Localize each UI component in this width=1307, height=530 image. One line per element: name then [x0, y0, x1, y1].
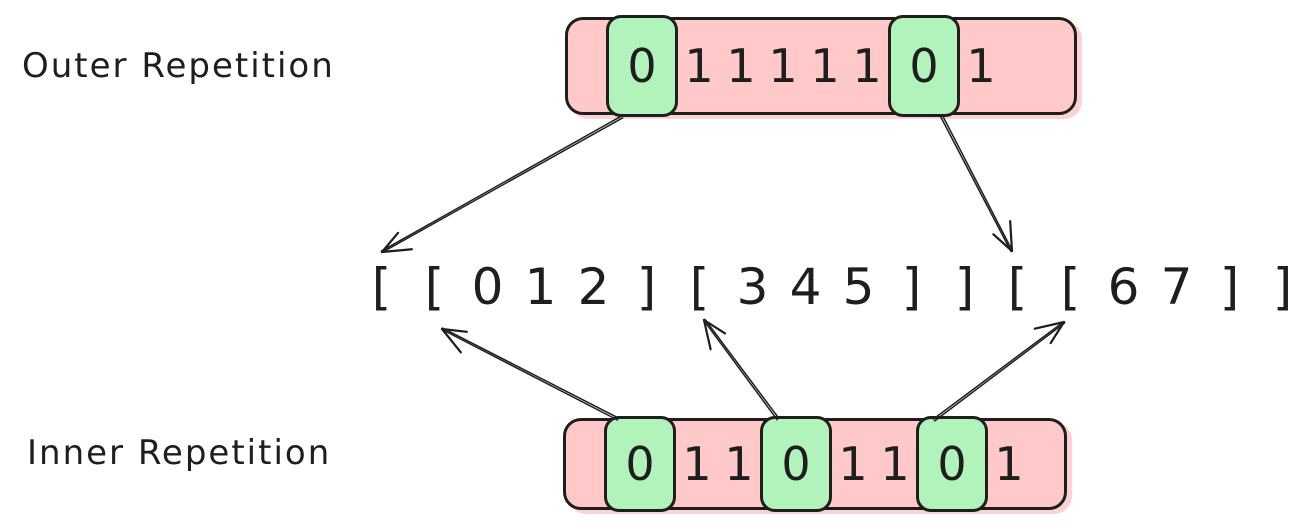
bit-inner-4: 1	[838, 437, 868, 491]
highlighted-bit-outer-6: 0	[888, 15, 960, 117]
expression-token-14: 6	[1107, 258, 1140, 316]
outer-repetition-label: Outer Repetition	[22, 46, 335, 86]
expression-token-15: 7	[1160, 258, 1193, 316]
bit-outer-3: 1	[768, 39, 798, 93]
expression-token-10: ]	[901, 258, 922, 316]
bit-inner-5: 1	[880, 437, 910, 491]
expression-token-6: [	[689, 258, 710, 316]
arrow-inner-second-zero-to-open-bracket-2	[702, 318, 780, 421]
arrow-inner-third-zero-to-open-bracket-3	[932, 320, 1066, 422]
expression-token-4: 2	[577, 258, 610, 316]
bit-inner-1: 1	[682, 437, 712, 491]
expression-token-2: 0	[471, 258, 504, 316]
expression-token-17: ]	[1272, 258, 1293, 316]
arrow-outer-first-zero-to-open-bracket-1	[380, 115, 624, 254]
arrow-inner-first-zero-to-open-bracket-1	[440, 327, 620, 421]
bit-outer-4: 1	[810, 39, 840, 93]
expression-token-16: ]	[1219, 258, 1240, 316]
bit-inner-7: 1	[994, 437, 1024, 491]
highlighted-bit-inner-3: 0	[760, 416, 832, 512]
expression-token-8: 4	[789, 258, 822, 316]
bit-outer-5: 1	[852, 39, 882, 93]
expression-token-1: [	[424, 258, 445, 316]
bit-outer-1: 1	[684, 39, 714, 93]
highlighted-bit-outer-0: 0	[606, 15, 678, 117]
expression-token-0: [	[371, 258, 392, 316]
expression-token-12: [	[1007, 258, 1028, 316]
bit-inner-2: 1	[724, 437, 754, 491]
inner-repetition-label: Inner Repetition	[27, 433, 332, 473]
expression-token-13: [	[1060, 258, 1081, 316]
expression-token-3: 1	[524, 258, 557, 316]
expression-token-7: 3	[736, 258, 769, 316]
highlighted-bit-inner-6: 0	[916, 416, 988, 512]
expression-token-9: 5	[842, 258, 875, 316]
highlighted-bit-inner-0: 0	[604, 416, 676, 512]
bit-outer-7: 1	[966, 39, 996, 93]
arrow-outer-second-zero-to-open-bracket-2	[939, 113, 1014, 253]
expression-token-5: ]	[636, 258, 657, 316]
expression-token-11: ]	[954, 258, 975, 316]
bit-outer-2: 1	[726, 39, 756, 93]
